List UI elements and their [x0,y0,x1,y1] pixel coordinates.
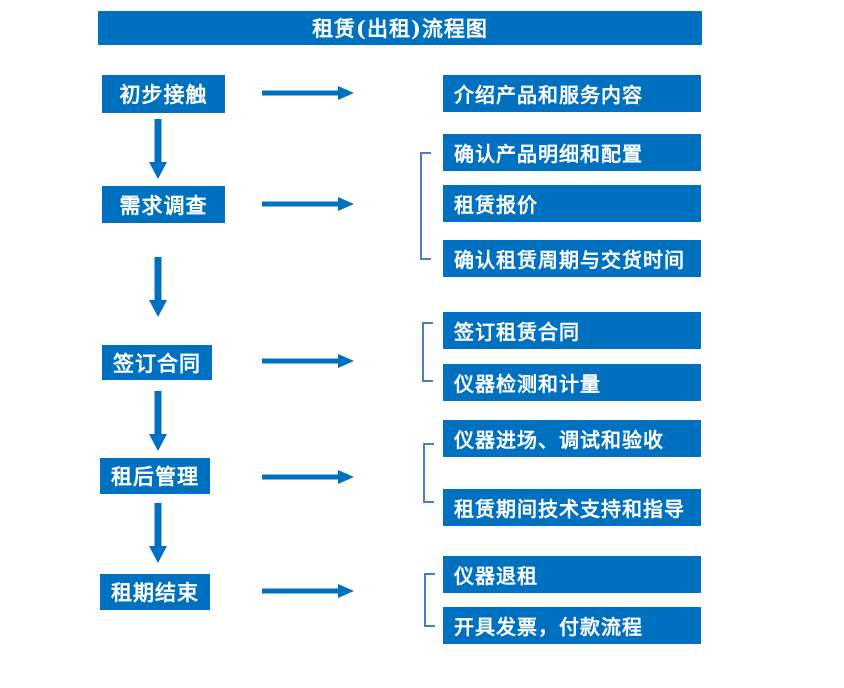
detail-confirm-product-details: 确认产品明细和配置 [443,134,701,171]
detail-intro-products: 介绍产品和服务内容 [443,75,701,112]
step-initial-contact: 初步接触 [102,75,225,113]
detail-invoice-payment: 开具发票，付款流程 [443,607,701,644]
detail-instrument-testing: 仪器检测和计量 [443,364,701,401]
detail-instrument-setup: 仪器进场、调试和验收 [443,420,701,457]
detail-instrument-return: 仪器退租 [443,556,701,593]
down-arrow-icon [147,257,169,317]
detail-confirm-rental-period: 确认租赁周期与交货时间 [443,240,701,277]
step-sign-contract: 签订合同 [102,345,212,380]
step-demand-survey: 需求调查 [102,186,225,223]
right-arrow-icon [262,195,354,213]
step-rental-end: 租期结束 [100,574,210,610]
bracket-connector [424,573,435,627]
down-arrow-icon [147,119,169,179]
down-arrow-icon [147,503,169,563]
right-arrow-icon [262,468,354,486]
bracket-connector [422,322,433,382]
right-arrow-icon [262,352,354,370]
down-arrow-icon [147,391,169,451]
bracket-connector [420,152,431,260]
page-title: 租赁(出租)流程图 [312,16,488,41]
bracket-connector [423,443,434,503]
detail-tech-support: 租赁期间技术支持和指导 [443,489,701,526]
step-post-rental-management: 租后管理 [100,458,210,494]
detail-sign-rental-contract: 签订租赁合同 [443,312,701,349]
title-bar: 租赁(出租)流程图 [98,11,702,45]
right-arrow-icon [262,582,354,600]
detail-rental-quote: 租赁报价 [443,185,701,222]
right-arrow-icon [262,84,354,102]
